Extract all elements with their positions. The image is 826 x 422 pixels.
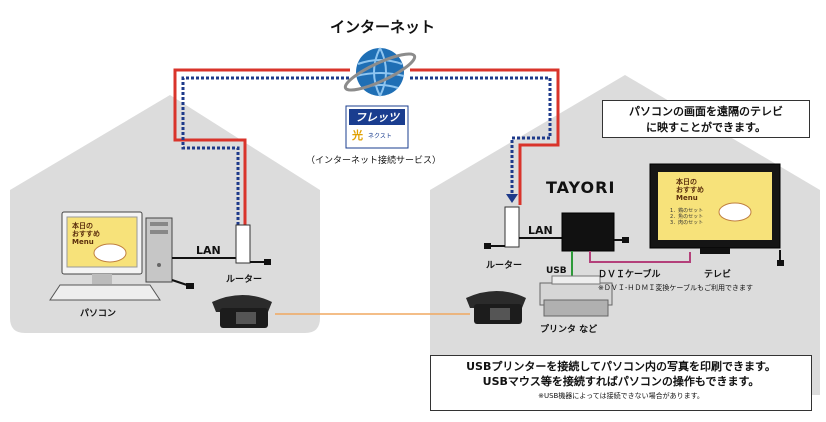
right-house-shape bbox=[430, 75, 820, 395]
callout-usb-note: ※USB機器によっては接続できない場合があります。 bbox=[538, 392, 704, 400]
printer-label: プリンタ など bbox=[540, 325, 598, 335]
callout-remote-tv-line2: に映すことができます。 bbox=[646, 121, 766, 134]
flets-logo-sub: 光 bbox=[352, 129, 363, 142]
right-router-label: ルーター bbox=[486, 261, 523, 271]
callout-usb-line1: USBプリンターを接続してパソコン内の写真を印刷できます。 bbox=[466, 360, 776, 373]
dvi-note: ※ＤＶＩ-ＨＤＭＩ変換ケーブルもご利用できます bbox=[598, 284, 753, 292]
left-red-line bbox=[173, 68, 350, 245]
left-phone-icon bbox=[212, 295, 272, 328]
tv-menu-list: 1．鶏のセット 2．魚のセット 3．肉のセット bbox=[670, 208, 704, 226]
tv-screen-text: 本日の おすすめ Menu bbox=[676, 178, 704, 202]
left-lan-label: LAN bbox=[196, 244, 221, 257]
printer-icon bbox=[539, 275, 613, 317]
callout-remote-tv: パソコンの画面を遠隔のテレビ に映すことができます。 bbox=[602, 100, 810, 138]
right-red-line bbox=[410, 68, 560, 205]
right-blue-line bbox=[410, 76, 552, 198]
flets-caption: （インターネット接続サービス） bbox=[306, 156, 442, 166]
globe-icon bbox=[343, 47, 417, 97]
internet-title: インターネット bbox=[330, 18, 436, 36]
tayori-brand: TAYORI bbox=[546, 178, 616, 197]
right-lan-label: LAN bbox=[528, 224, 553, 237]
callout-remote-tv-line1: パソコンの画面を遠隔のテレビ bbox=[629, 105, 783, 118]
flets-logo-text: フレッツ bbox=[355, 111, 399, 124]
left-screen-text: 本日の おすすめ Menu bbox=[72, 222, 100, 246]
dvi-cable bbox=[589, 251, 691, 263]
left-router bbox=[235, 224, 251, 264]
left-blue-line bbox=[181, 76, 350, 245]
usb-label: USB bbox=[546, 266, 567, 276]
callout-usb-line2: USBマウス等を接続すればパソコンの操作もできます。 bbox=[482, 375, 760, 388]
tayori-box bbox=[561, 212, 615, 252]
right-router bbox=[504, 206, 520, 248]
tv-label: テレビ bbox=[704, 270, 732, 280]
pc-label: パソコン bbox=[80, 309, 117, 319]
flets-logo-sub2: ネクスト bbox=[368, 133, 392, 140]
right-phone-icon bbox=[466, 291, 526, 324]
arrow-head bbox=[506, 194, 518, 203]
dvi-label: ＤＶＩケーブル bbox=[598, 270, 661, 280]
callout-usb: USBプリンターを接続してパソコン内の写真を印刷できます。 USBマウス等を接続… bbox=[430, 355, 812, 411]
pc-tower bbox=[145, 217, 173, 283]
left-router-label: ルーター bbox=[226, 275, 263, 285]
